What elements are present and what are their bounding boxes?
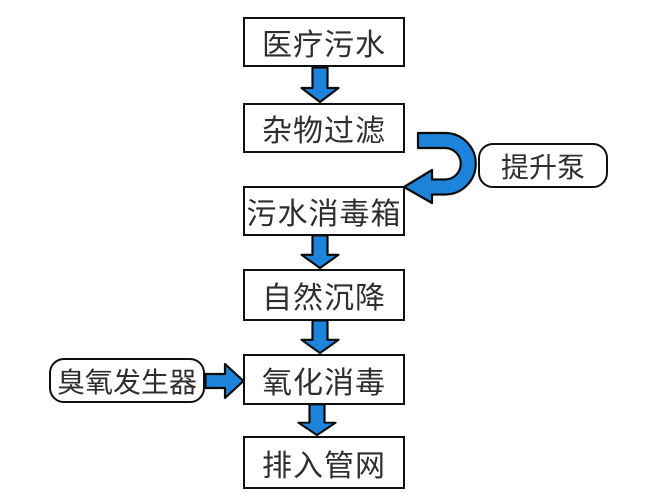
down-arrow-icon xyxy=(300,235,340,269)
u-turn-arrow-shape xyxy=(402,131,477,205)
node-natural-settling: 自然沉降 xyxy=(243,269,405,321)
node-oxidation-disinfection: 氧化消毒 xyxy=(243,354,405,405)
node-label: 提升泵 xyxy=(500,152,585,184)
node-sewage-disinfection-tank: 污水消毒箱 xyxy=(243,186,405,236)
down-arrow-icon xyxy=(300,67,340,103)
node-ozone-generator: 臭氧发生器 xyxy=(49,358,205,403)
right-arrow-icon xyxy=(205,363,245,399)
down-arrow-shape xyxy=(300,320,340,354)
down-arrow-shape xyxy=(300,67,340,103)
down-arrow-shape xyxy=(300,235,340,269)
node-lift-pump: 提升泵 xyxy=(478,143,608,188)
node-label: 自然沉降 xyxy=(262,282,386,315)
down-arrow-icon xyxy=(297,404,337,436)
down-arrow-icon xyxy=(300,320,340,354)
right-arrow-shape xyxy=(205,363,245,399)
down-arrow-shape xyxy=(297,404,337,436)
node-label: 排入管网 xyxy=(262,449,386,483)
node-label: 臭氧发生器 xyxy=(56,367,197,399)
u-turn-arrow-icon xyxy=(402,131,477,205)
node-label: 氧化消毒 xyxy=(262,366,386,400)
node-debris-filter: 杂物过滤 xyxy=(243,103,405,153)
node-discharge-pipe-network: 排入管网 xyxy=(243,436,405,489)
node-medical-sewage: 医疗污水 xyxy=(243,17,405,67)
node-label: 杂物过滤 xyxy=(262,115,386,148)
node-label: 污水消毒箱 xyxy=(246,198,402,231)
node-label: 医疗污水 xyxy=(262,29,386,62)
